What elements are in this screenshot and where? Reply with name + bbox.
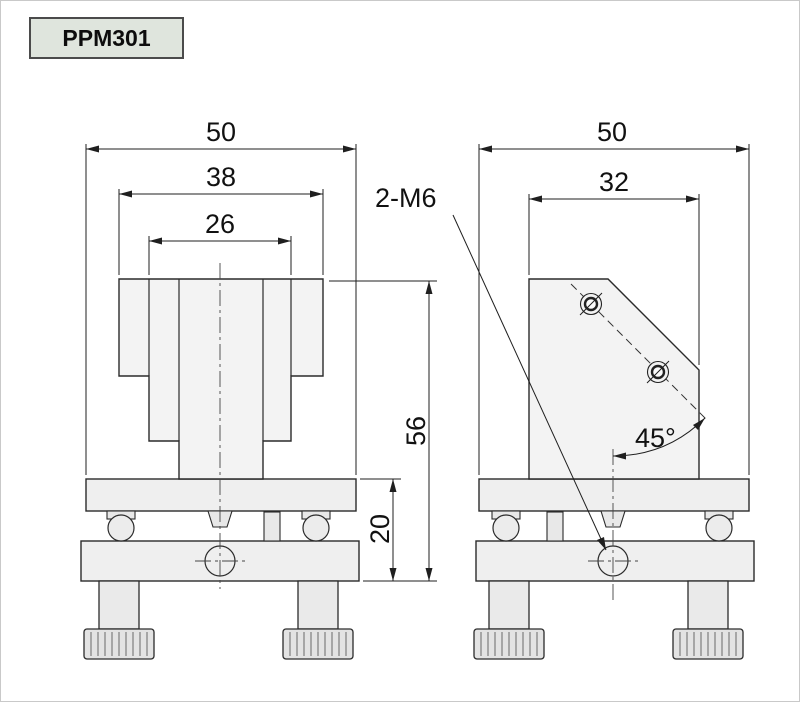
side-centerlines <box>588 449 639 601</box>
dim-text-side-overall-width: 50 <box>597 117 627 147</box>
dim-text-front-inner-width: 26 <box>205 209 235 239</box>
front-body <box>118 278 324 480</box>
front-right-leg <box>297 580 339 630</box>
part-number-text: PPM301 <box>62 24 151 51</box>
front-left-ball-plunger <box>106 510 136 542</box>
dim-front-overall-width: 50 <box>85 117 357 475</box>
front-right-thumbscrew-knob <box>282 628 354 660</box>
front-view: 50 38 26 <box>80 117 437 660</box>
front-post <box>263 511 281 542</box>
side-left-thumbscrew-knob <box>473 628 545 660</box>
front-base-plate <box>85 478 357 512</box>
dim-front-inner-width: 26 <box>148 209 292 275</box>
m6-hole-upper-tick <box>579 292 603 316</box>
dim-front-body-height: 56 <box>329 280 437 582</box>
dim-text-front-overall-width: 50 <box>206 117 236 147</box>
dim-side-top-width: 32 <box>528 167 700 365</box>
angle-text: 45° <box>635 423 676 453</box>
m6-hole-lower-tick <box>646 360 670 384</box>
dim-text-side-top-width: 32 <box>599 167 629 197</box>
side-left-leg <box>488 580 530 630</box>
dim-text-front-body-height: 56 <box>401 416 431 446</box>
dim-front-upper-width: 38 <box>118 162 324 275</box>
part-number-label: PPM301 <box>29 17 184 59</box>
dim-text-front-base-height: 20 <box>365 514 395 544</box>
thread-callout-text: 2-M6 <box>375 183 437 213</box>
side-post <box>546 511 564 542</box>
side-right-leg <box>687 580 729 630</box>
front-centerlines <box>195 263 246 589</box>
side-left-ball-plunger <box>491 510 521 542</box>
dim-text-front-upper-width: 38 <box>206 162 236 192</box>
dim-front-base-height: 20 <box>360 478 401 581</box>
side-right-ball-plunger <box>704 510 734 542</box>
side-base-plate <box>478 478 750 512</box>
front-left-thumbscrew-knob <box>83 628 155 660</box>
angle-annotation: 45° <box>612 417 706 460</box>
dim-side-overall-width: 50 <box>478 117 750 475</box>
side-right-thumbscrew-knob <box>672 628 744 660</box>
side-view: 50 32 2-M6 45° <box>375 117 755 660</box>
front-right-ball-plunger <box>301 510 331 542</box>
thread-callout: 2-M6 <box>375 183 607 551</box>
front-left-leg <box>98 580 140 630</box>
